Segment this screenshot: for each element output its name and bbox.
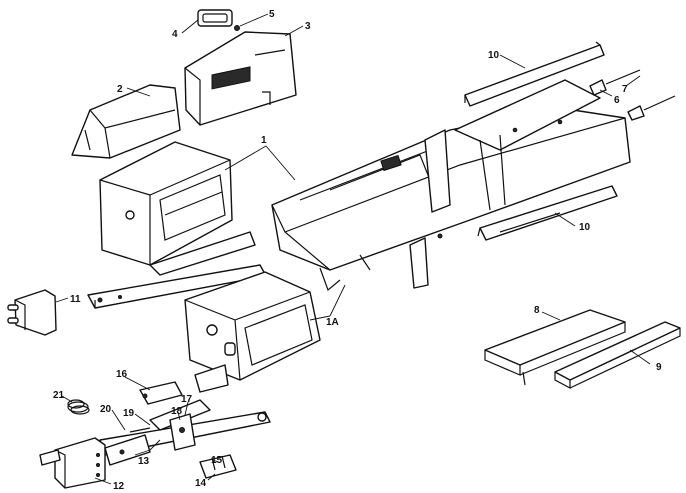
callout-1a: 1A	[326, 317, 339, 328]
part-9-tray	[554, 321, 681, 389]
callout-7: 7	[622, 84, 628, 95]
part-10-upper-channel	[464, 41, 605, 107]
callout-3: 3	[305, 21, 311, 32]
part-10-lower-channel	[477, 185, 618, 241]
leader-lines	[55, 13, 651, 485]
part-4-mirror	[197, 9, 233, 27]
callout-21: 21	[53, 390, 65, 401]
callout-1: 1	[261, 135, 267, 146]
part-14-15-clip	[199, 454, 237, 479]
part-1a-box	[184, 271, 321, 393]
callout-16: 16	[116, 369, 128, 380]
callout-6: 6	[614, 95, 620, 106]
callout-19: 19	[123, 408, 135, 419]
part-6-7-chains	[589, 69, 676, 121]
callout-9: 9	[656, 362, 662, 373]
callout-2: 2	[117, 84, 123, 95]
callout-18: 18	[171, 406, 183, 417]
part-8-tray	[484, 309, 626, 386]
callout-12: 12	[113, 481, 125, 492]
callout-4: 4	[172, 29, 178, 40]
part-5-fastener	[234, 25, 240, 31]
callout-8: 8	[534, 305, 540, 316]
callout-13: 13	[138, 456, 150, 467]
callout-15: 15	[211, 455, 223, 466]
callout-5: 5	[269, 9, 275, 20]
part-21-cable	[67, 399, 90, 415]
callouts: 1 1A 2 3 4 5 6 7 8 9 10 10 11 12 13 14 1…	[53, 9, 662, 492]
part-1-left-box	[99, 141, 256, 276]
callout-20: 20	[100, 404, 112, 415]
callout-11: 11	[70, 294, 81, 305]
part-1-main-frame	[271, 79, 631, 292]
part-2-shroud	[71, 84, 181, 159]
callout-10-upper: 10	[488, 50, 500, 61]
part-11-bracket	[7, 289, 57, 336]
part-3-cover	[184, 31, 297, 126]
callout-14: 14	[195, 478, 207, 489]
part-12-13-hitch	[39, 434, 151, 489]
callout-17: 17	[181, 394, 193, 405]
callout-10-lower: 10	[579, 222, 591, 233]
part-16-strap	[139, 381, 183, 405]
